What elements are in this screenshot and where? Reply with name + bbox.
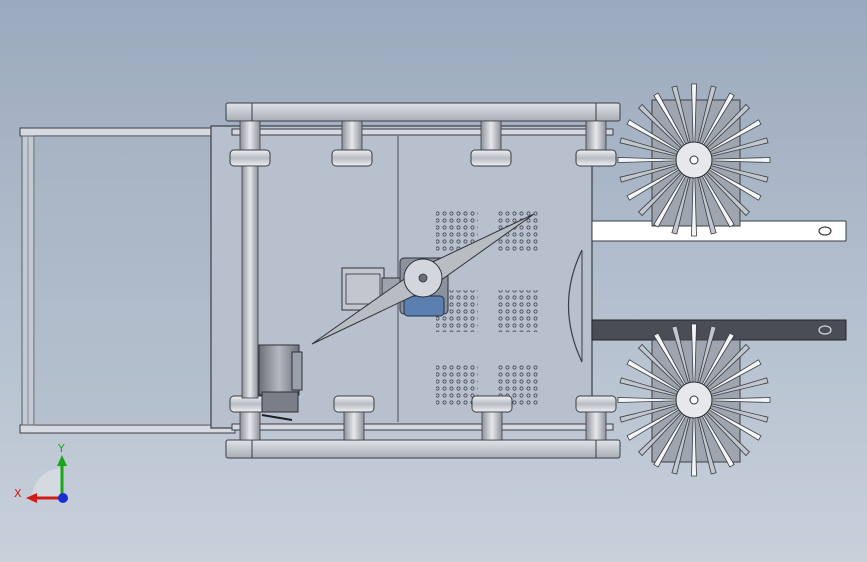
lower-arm[interactable] xyxy=(591,319,847,341)
bottom-rollers[interactable] xyxy=(229,395,617,441)
z-axis-dot xyxy=(58,493,68,503)
coordinate-triad-icon: Y X xyxy=(14,442,68,503)
x-axis-label: X xyxy=(14,487,22,500)
lower-brush[interactable] xyxy=(617,323,771,477)
extension-frame[interactable] xyxy=(19,127,236,434)
brush-axle xyxy=(689,155,699,165)
drive-motor[interactable] xyxy=(258,344,303,421)
y-axis-head xyxy=(57,455,67,466)
swing-blade[interactable] xyxy=(311,213,535,345)
upper-brush[interactable] xyxy=(617,83,771,237)
y-axis-label: Y xyxy=(57,442,65,455)
top-rollers[interactable] xyxy=(229,120,617,167)
top-rail[interactable] xyxy=(225,102,621,136)
bottom-rail[interactable] xyxy=(225,423,621,459)
x-axis-head xyxy=(26,493,37,503)
drive-shaft[interactable] xyxy=(241,165,259,399)
brush-axle xyxy=(689,395,699,405)
